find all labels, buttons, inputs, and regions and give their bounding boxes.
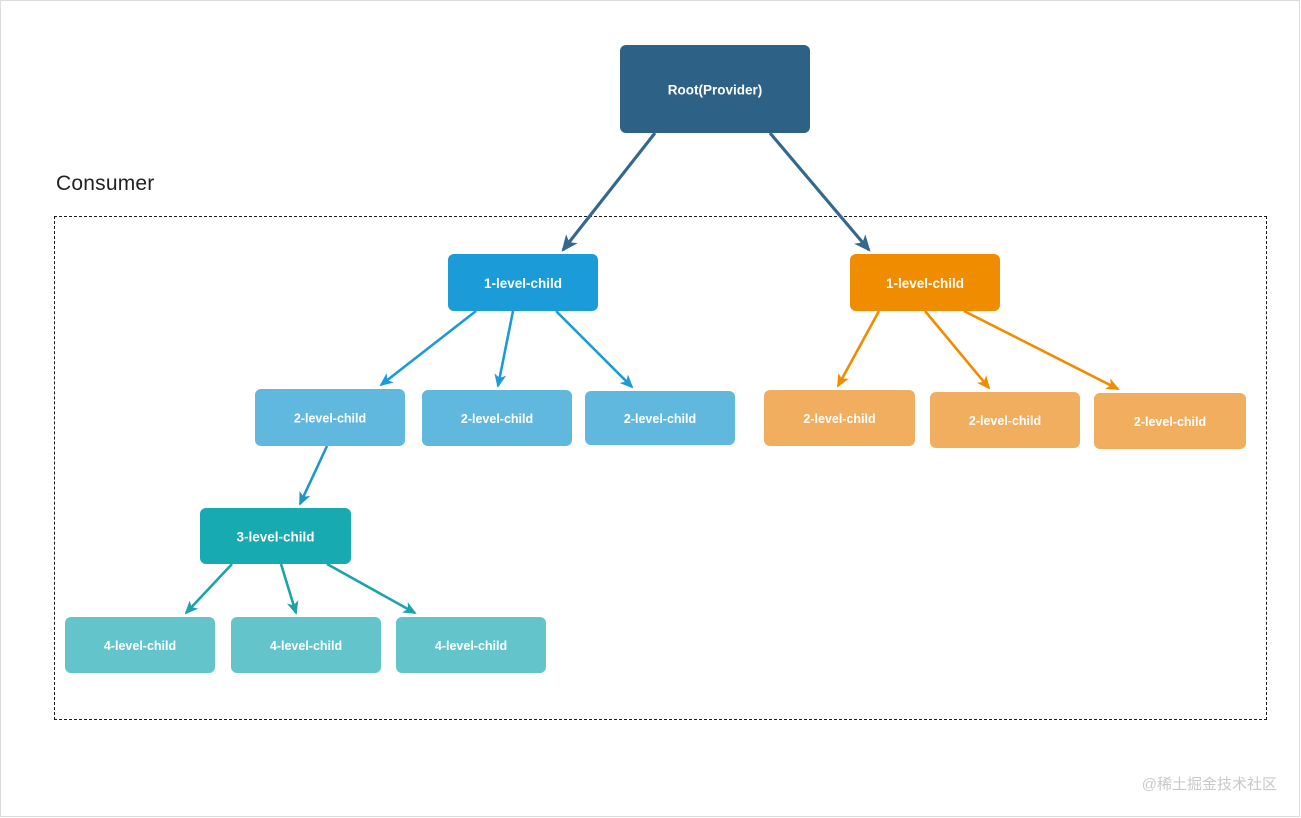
node-o2b[interactable]: 2-level-child [930,392,1080,448]
consumer-region-label: Consumer [56,172,155,195]
node-rect-b2a [255,389,405,446]
edge-o1-o2c [963,309,1120,391]
edge-t3-t4b [279,563,299,615]
node-rect-t4b [231,617,381,673]
node-o2a[interactable]: 2-level-child [764,390,915,446]
node-rect-b1 [448,254,598,311]
edge-o1-o2a [836,310,881,388]
node-rect-o1 [850,254,1000,311]
edge-t3-t4c [326,562,417,615]
edge-b2a-t3 [298,445,329,506]
node-t4a[interactable]: 4-level-child [65,617,215,673]
nodes-layer: Root(Provider) 1-level-child 1-level-child… [65,45,1246,673]
node-t4c[interactable]: 4-level-child [396,617,546,673]
watermark-text: @稀土掘金技术社区 [1141,776,1277,793]
node-b1[interactable]: 1-level-child [448,254,598,311]
node-t4b[interactable]: 4-level-child [231,617,381,673]
node-t3[interactable]: 3-level-child [200,508,351,564]
node-rect-root [620,45,810,133]
node-rect-t4c [396,617,546,673]
edge-b1-b2b [494,310,515,388]
edge-b1-b2a [379,309,477,387]
node-b2c[interactable]: 2-level-child [585,391,735,445]
edge-b1-b2c [555,310,634,389]
node-rect-o2a [764,390,915,446]
node-rect-b2b [422,390,572,446]
edges-layer [184,131,1120,615]
node-rect-o2c [1094,393,1246,449]
node-b2b[interactable]: 2-level-child [422,390,572,446]
edge-root-o1 [768,131,871,252]
consumer-region-box [54,216,1267,720]
node-rect-b2c [585,391,735,445]
node-rect-o2b [930,392,1080,448]
node-b2a[interactable]: 2-level-child [255,389,405,446]
edge-t3-t4a [184,563,233,615]
node-rect-t4a [65,617,215,673]
node-o1[interactable]: 1-level-child [850,254,1000,311]
node-o2c[interactable]: 2-level-child [1094,393,1246,449]
node-root[interactable]: Root(Provider) [620,45,810,133]
edge-root-b1 [561,132,657,252]
edge-o1-o2b [924,310,991,390]
node-rect-t3 [200,508,351,564]
